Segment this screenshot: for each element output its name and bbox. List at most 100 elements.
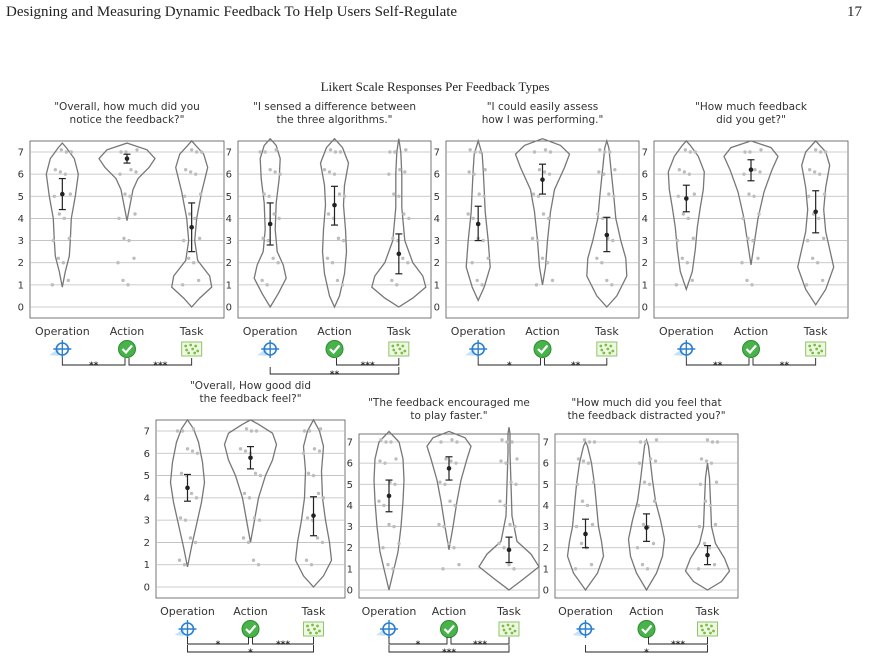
response-point bbox=[342, 194, 347, 198]
y-tick-label: 4 bbox=[543, 501, 549, 512]
crosshair-target-icon bbox=[257, 340, 280, 358]
response-point bbox=[483, 168, 487, 172]
significance-label: * bbox=[644, 648, 649, 657]
response-point bbox=[540, 256, 545, 260]
response-point bbox=[317, 449, 322, 453]
significance-label: *** bbox=[473, 640, 487, 650]
response-point bbox=[124, 150, 128, 154]
mean-point bbox=[189, 224, 194, 230]
response-point bbox=[548, 150, 553, 154]
response-point bbox=[603, 150, 607, 154]
response-point bbox=[686, 216, 691, 221]
y-tick-label: 7 bbox=[347, 438, 353, 449]
mean-point bbox=[540, 177, 545, 182]
response-point bbox=[177, 558, 182, 562]
response-point bbox=[191, 427, 196, 431]
significance-label: ** bbox=[780, 361, 790, 371]
response-point bbox=[197, 236, 202, 241]
y-tick-label: 4 bbox=[144, 493, 150, 504]
y-tick-label: 6 bbox=[226, 170, 232, 181]
response-point bbox=[751, 238, 755, 243]
response-point bbox=[192, 216, 197, 221]
y-tick-label: 5 bbox=[347, 480, 353, 491]
violin-operation bbox=[465, 138, 491, 302]
response-point bbox=[134, 170, 138, 174]
response-point bbox=[118, 172, 122, 176]
category-label: Action bbox=[525, 325, 559, 338]
significance-bracket bbox=[685, 358, 750, 366]
response-point bbox=[59, 148, 64, 152]
response-point bbox=[238, 447, 243, 451]
response-point bbox=[444, 457, 448, 461]
crosshair-target-icon bbox=[465, 340, 488, 358]
response-point bbox=[757, 212, 761, 216]
response-point bbox=[530, 236, 535, 241]
response-point bbox=[119, 150, 123, 154]
response-point bbox=[648, 457, 653, 461]
response-point bbox=[194, 150, 199, 154]
response-point bbox=[547, 172, 552, 176]
response-point bbox=[66, 278, 71, 283]
response-point bbox=[407, 216, 411, 221]
response-point bbox=[261, 236, 265, 241]
response-point bbox=[253, 471, 258, 476]
category-label: Operation bbox=[243, 325, 298, 338]
response-point bbox=[251, 558, 256, 562]
response-point bbox=[241, 536, 246, 540]
question-line: the three algorithms." bbox=[277, 114, 393, 126]
response-point bbox=[341, 238, 346, 243]
significance-label: ** bbox=[330, 370, 340, 380]
response-point bbox=[52, 194, 57, 198]
response-point bbox=[132, 256, 136, 260]
significance-label: *** bbox=[442, 648, 456, 657]
response-point bbox=[510, 440, 514, 444]
response-point bbox=[56, 256, 61, 260]
response-point bbox=[196, 278, 201, 283]
green-check-icon bbox=[440, 620, 458, 638]
response-point bbox=[61, 261, 66, 265]
crosshair-target-icon bbox=[174, 620, 197, 638]
response-point bbox=[750, 283, 754, 287]
response-point bbox=[587, 440, 592, 444]
response-point bbox=[714, 480, 719, 484]
question-line: "Overall, how much did you bbox=[54, 101, 200, 113]
response-point bbox=[468, 148, 472, 152]
response-point bbox=[194, 496, 199, 500]
mean-point bbox=[748, 167, 754, 173]
response-point bbox=[608, 150, 612, 154]
response-point bbox=[481, 238, 485, 243]
mean-point bbox=[604, 232, 610, 238]
y-tick-label: 0 bbox=[642, 303, 648, 314]
response-point bbox=[316, 491, 321, 496]
response-point bbox=[397, 194, 401, 198]
response-point bbox=[190, 449, 195, 453]
response-point bbox=[68, 192, 73, 196]
response-point bbox=[320, 540, 325, 545]
category-label: Action bbox=[233, 605, 267, 618]
response-point bbox=[759, 148, 763, 152]
response-point bbox=[574, 524, 579, 529]
response-point bbox=[502, 546, 506, 550]
response-point bbox=[713, 522, 718, 527]
response-point bbox=[810, 256, 815, 260]
plot-frame bbox=[237, 140, 432, 319]
page-number: 17 bbox=[847, 4, 862, 20]
y-tick-label: 7 bbox=[642, 148, 648, 159]
response-point bbox=[335, 278, 340, 283]
response-point bbox=[398, 168, 402, 172]
response-point bbox=[249, 429, 254, 433]
significance-label: ** bbox=[89, 361, 99, 371]
response-point bbox=[311, 473, 316, 478]
response-point bbox=[246, 540, 251, 545]
violin-task bbox=[371, 138, 427, 308]
response-point bbox=[183, 168, 188, 172]
response-point bbox=[305, 516, 310, 520]
question-line: "How much feedback bbox=[695, 101, 808, 113]
y-tick-label: 1 bbox=[226, 280, 232, 291]
mean-point bbox=[267, 221, 273, 227]
y-tick-label: 2 bbox=[434, 258, 440, 269]
category-label: Operation bbox=[160, 605, 215, 618]
significance-label: * bbox=[216, 640, 221, 650]
response-point bbox=[193, 172, 198, 176]
response-point bbox=[379, 438, 383, 442]
